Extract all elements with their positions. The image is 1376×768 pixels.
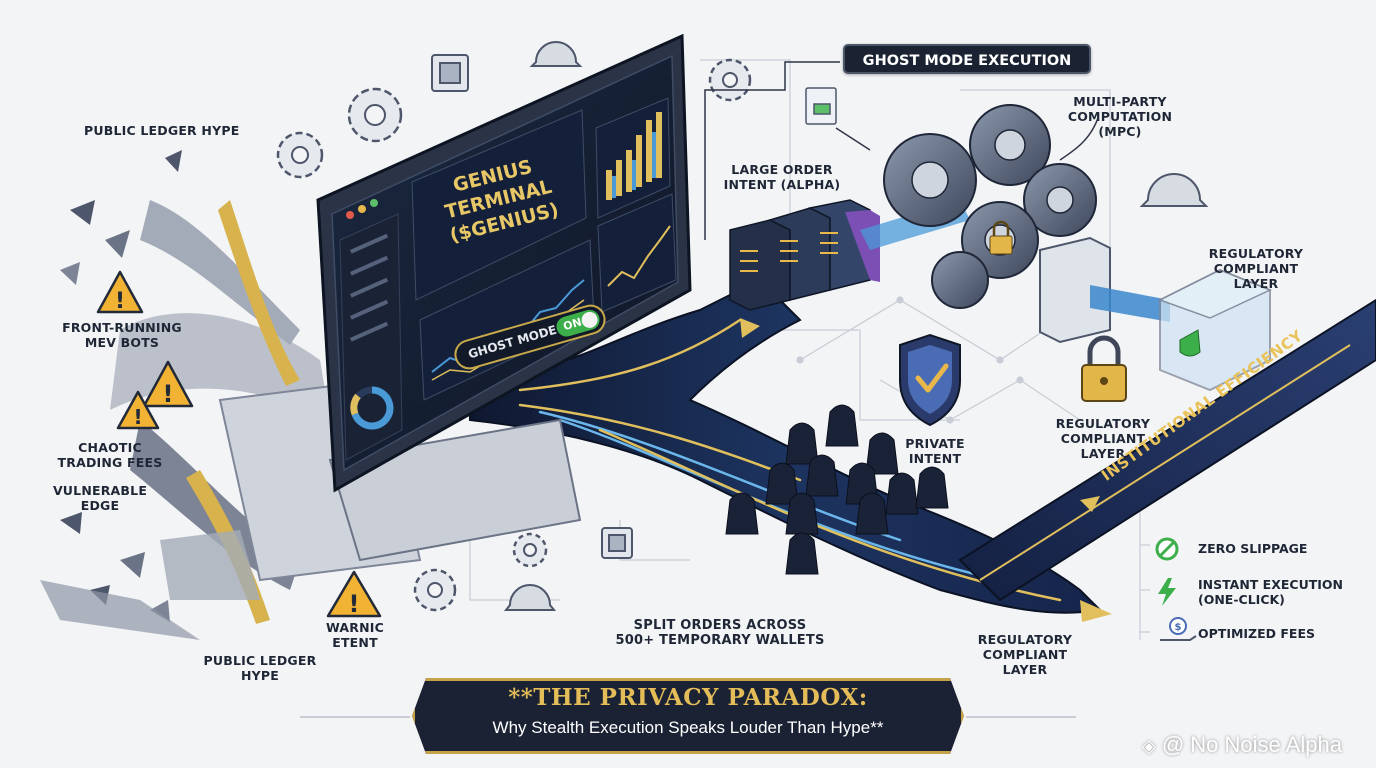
regulatory-top-line-1: REGULATORY xyxy=(1208,246,1304,261)
private-intent-label: PRIVATE INTENT xyxy=(890,436,980,466)
svg-text:$: $ xyxy=(1175,622,1182,633)
warning-line-2: ETENT xyxy=(332,635,378,650)
mpc-label: MULTI-PARTY COMPUTATION (MPC) xyxy=(1050,94,1190,139)
gear-padlock-icon xyxy=(989,220,1013,255)
benefit-zero-slippage: ZERO SLIPPAGE xyxy=(1152,538,1352,560)
compute-server-box xyxy=(1039,236,1111,344)
public-ledger-bottom-line-1: PUBLIC LEDGER xyxy=(203,653,317,668)
front-running-label: FRONT-RUNNING MEV BOTS xyxy=(52,320,192,350)
warning-icon xyxy=(96,270,382,618)
private-intent-line-1: PRIVATE xyxy=(905,436,965,451)
regulatory-mid-line-1: REGULATORY xyxy=(1055,416,1151,431)
banner-rule-left xyxy=(300,716,410,718)
svg-text:!: ! xyxy=(133,405,142,429)
privacy-paradox-banner xyxy=(412,678,964,754)
split-orders-label: SPLIT ORDERS ACROSS 500+ TEMPORARY WALLE… xyxy=(600,618,840,648)
server-stack-icon xyxy=(729,199,880,311)
padlock-icon xyxy=(1081,335,1127,402)
vulnerable-edge-line-1: VULNERABLE xyxy=(52,483,148,498)
front-running-line-2: MEV BOTS xyxy=(84,335,160,350)
instant-execution-text: INSTANT EXECUTION (ONE-CLICK) xyxy=(1198,577,1343,607)
benefit-icons: $ xyxy=(1155,537,1197,641)
mpc-line-2: COMPUTATION xyxy=(1067,109,1173,124)
front-running-line-1: FRONT-RUNNING xyxy=(62,320,182,335)
svg-text:!: ! xyxy=(163,380,174,408)
private-intent-line-2: INTENT xyxy=(908,451,962,466)
large-order-line-2: INTENT (ALPHA) xyxy=(723,177,841,192)
benefit-instant-execution: INSTANT EXECUTION (ONE-CLICK) xyxy=(1152,574,1352,608)
public-ledger-hype-label: PUBLIC LEDGER HYPE xyxy=(84,123,240,138)
vulnerable-edge-line-2: EDGE xyxy=(80,498,120,513)
public-ledger-hype-bottom-label: PUBLIC LEDGER HYPE xyxy=(190,653,330,683)
chaotic-fees-label: CHAOTIC TRADING FEES xyxy=(50,440,170,470)
regulatory-bottom-line-2: COMPLIANT xyxy=(982,647,1068,662)
svg-text:!: ! xyxy=(115,289,125,314)
hooded-wallet-figures xyxy=(725,404,949,575)
chaotic-fees-line-1: CHAOTIC xyxy=(78,440,142,455)
instant-execution-line-1: INSTANT EXECUTION xyxy=(1198,577,1343,592)
zero-slippage-text: ZERO SLIPPAGE xyxy=(1198,541,1308,556)
regulatory-mid-line-3: LAYER xyxy=(1080,446,1126,461)
split-orders-line-1: SPLIT ORDERS ACROSS xyxy=(633,618,807,633)
regulatory-top-line-2: COMPLIANT xyxy=(1213,261,1299,276)
chaotic-fees-line-2: TRADING FEES xyxy=(57,455,163,470)
warning-line-1: WARNIC xyxy=(325,620,384,635)
chip-icon xyxy=(431,54,633,559)
compliance-glass-cube xyxy=(1158,268,1272,392)
regulatory-top-line-3: LAYER xyxy=(1233,276,1279,291)
svg-text:!: ! xyxy=(349,590,360,618)
vulnerable-edge-label: VULNERABLE EDGE xyxy=(40,483,160,513)
split-orders-line-2: 500+ TEMPORARY WALLETS xyxy=(615,633,825,648)
banner-subheadline: Why Stealth Execution Speaks Louder Than… xyxy=(492,718,884,737)
instant-execution-line-2: (ONE-CLICK) xyxy=(1198,592,1285,607)
banner-rule-right xyxy=(966,716,1076,718)
regulatory-bottom-label: REGULATORY COMPLIANT LAYER xyxy=(960,632,1090,677)
regulatory-bottom-line-1: REGULATORY xyxy=(977,632,1073,647)
warning-label: WARNIC ETENT xyxy=(310,620,400,650)
regulatory-top-label: REGULATORY COMPLIANT LAYER xyxy=(1196,246,1316,291)
document-icon xyxy=(805,87,837,125)
benefit-optimized-fees: OPTIMIZED FEES xyxy=(1152,623,1352,645)
public-ledger-bottom-line-2: HYPE xyxy=(240,668,279,683)
optimized-fees-text: OPTIMIZED FEES xyxy=(1198,626,1316,641)
large-order-line-1: LARGE ORDER xyxy=(731,162,833,177)
ghost-mode-execution-title: GHOST MODE EXECUTION xyxy=(843,44,1091,74)
institutional-efficiency-band xyxy=(958,298,1376,602)
large-order-label: LARGE ORDER INTENT (ALPHA) xyxy=(712,162,852,192)
mpc-line-3: (MPC) xyxy=(1098,124,1142,139)
flow-arrowhead-1 xyxy=(740,318,760,338)
regulatory-mid-line-2: COMPLIANT xyxy=(1060,431,1146,446)
private-intent-shield-icon xyxy=(899,333,961,427)
banner-headline: **THE PRIVACY PARADOX: xyxy=(508,684,868,711)
watermark: ◈@ No Noise Alpha xyxy=(1142,732,1342,758)
regulatory-bottom-line-3: LAYER xyxy=(1002,662,1048,677)
mpc-line-1: MULTI-PARTY xyxy=(1073,94,1167,109)
hard-hat-icon xyxy=(503,41,1209,611)
regulatory-mid-label: REGULATORY COMPLIANT LAYER xyxy=(1038,416,1168,461)
watermark-text: @ No Noise Alpha xyxy=(1161,732,1342,757)
flow-arrowhead-2 xyxy=(1080,600,1112,622)
watermark-logo-icon: ◈ xyxy=(1142,736,1156,756)
